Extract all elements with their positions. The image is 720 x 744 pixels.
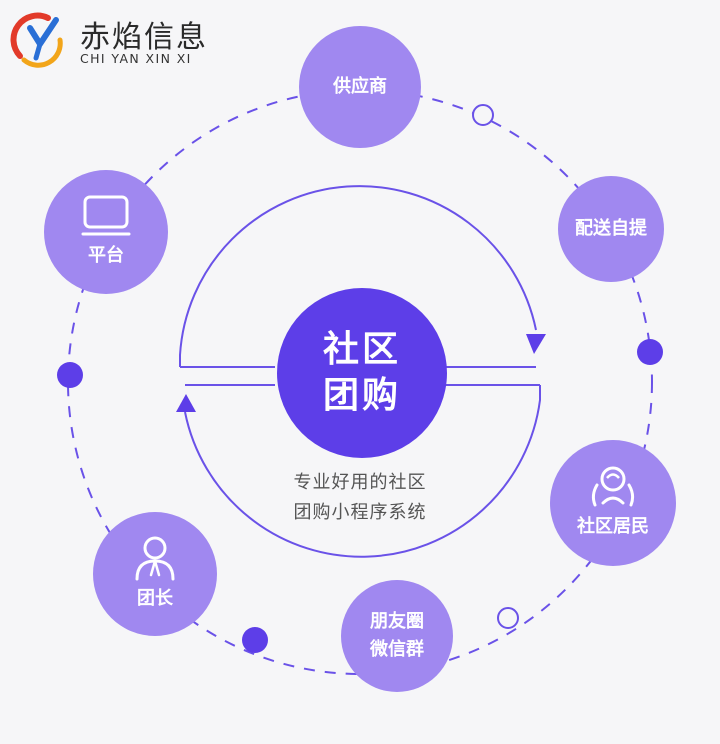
- upper-arrow-head: [526, 334, 546, 354]
- center-line1: 社区: [322, 329, 401, 370]
- subtitle-line2: 团购小程序系统: [293, 502, 427, 523]
- ring-dot-left: [57, 362, 83, 388]
- upper-cycle-arc: [179, 185, 537, 367]
- brand-name-en: CHI YAN XIN XI: [80, 51, 192, 66]
- node-residents: 社区居民: [550, 440, 676, 566]
- node-platform: 平台: [44, 170, 168, 294]
- node-leader-label: 团长: [137, 588, 173, 609]
- ring-hollow-top: [472, 104, 494, 126]
- node-moments-groups: 朋友圈 微信群: [341, 580, 453, 692]
- node-supplier: 供应商: [299, 26, 421, 148]
- lower-arrow-head: [176, 394, 196, 412]
- node-groups-label: 微信群: [370, 639, 424, 660]
- subtitle: 专业好用的社区 团购小程序系统: [250, 468, 470, 528]
- ring-dot-bottom: [242, 627, 268, 653]
- node-moments-label: 朋友圈: [370, 611, 424, 632]
- ring-dot-right: [637, 339, 663, 365]
- subtitle-line1: 专业好用的社区: [293, 472, 427, 493]
- people-group-icon: [591, 466, 635, 507]
- center-hub: 社区 团购: [277, 288, 447, 458]
- center-line2: 团购: [322, 375, 401, 416]
- logo-mark-icon: [10, 12, 63, 68]
- node-leader: 团长: [93, 512, 217, 636]
- node-residents-label: 社区居民: [577, 516, 649, 537]
- brand-name-cn: 赤焰信息: [80, 20, 208, 55]
- node-delivery: 配送自提: [558, 176, 664, 282]
- lower-cycle-arc: [184, 385, 541, 558]
- node-platform-label: 平台: [88, 245, 124, 266]
- person-icon: [135, 536, 175, 581]
- brand-logo: 赤焰信息 CHI YAN XIN XI: [10, 8, 250, 70]
- monitor-icon: [81, 195, 131, 236]
- node-delivery-label: 配送自提: [575, 218, 647, 239]
- node-supplier-label: 供应商: [333, 76, 387, 97]
- ring-hollow-bottom: [497, 607, 519, 629]
